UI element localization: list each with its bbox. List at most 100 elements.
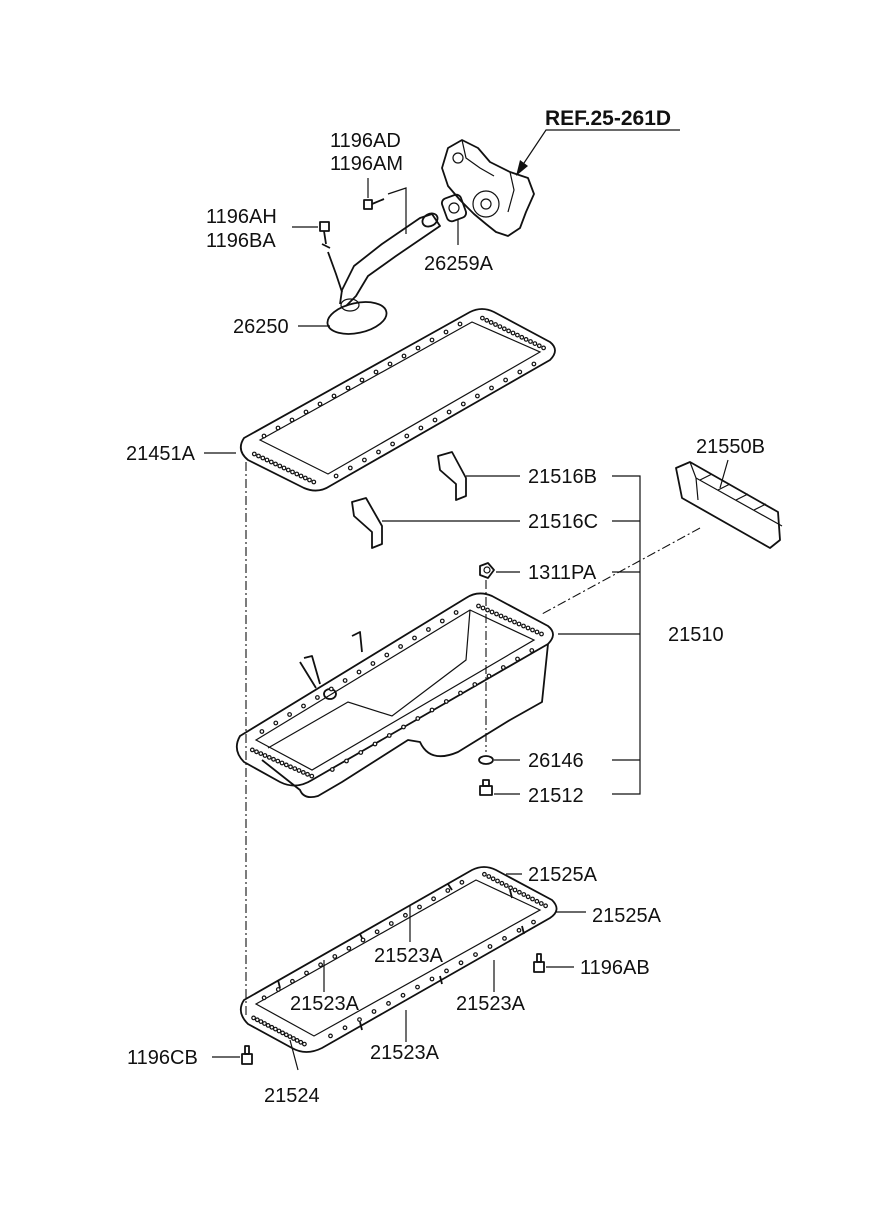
baffle-21516c bbox=[351, 497, 520, 549]
bolt-hole bbox=[512, 887, 518, 893]
bolt-hole bbox=[296, 768, 302, 773]
bolt-hole bbox=[275, 758, 281, 764]
bolt-hole bbox=[486, 673, 492, 679]
bolt-hole bbox=[275, 425, 281, 431]
bolt-hole bbox=[260, 455, 266, 461]
bolt-hole bbox=[457, 321, 463, 327]
bolt-hole bbox=[356, 669, 362, 675]
bolt-hole bbox=[476, 603, 481, 609]
bolt-hole bbox=[360, 937, 366, 943]
bolt-hole bbox=[429, 976, 435, 982]
bolt-hole bbox=[507, 617, 513, 623]
bolt-hole bbox=[315, 695, 320, 700]
bolt-hole bbox=[489, 385, 494, 391]
bolt-hole bbox=[529, 648, 535, 653]
bolt-hole bbox=[401, 724, 406, 730]
bolt-hole bbox=[298, 1039, 304, 1045]
bolt-hole bbox=[532, 341, 538, 347]
bolt-hole bbox=[508, 885, 514, 891]
bolt-hole bbox=[418, 425, 424, 431]
label-1196am: 1196AM bbox=[330, 153, 403, 175]
label-21525a-right: 21525A bbox=[592, 905, 662, 927]
bolt-hole bbox=[273, 720, 279, 726]
bolt-hole bbox=[370, 661, 376, 666]
bolt-hole bbox=[359, 377, 365, 383]
bolt-hole bbox=[512, 619, 517, 625]
label-1311pa: 1311PA bbox=[528, 562, 597, 584]
bolt-hole bbox=[400, 992, 406, 998]
bolt-hole bbox=[458, 690, 463, 696]
label-1196ba: 1196BA bbox=[206, 230, 276, 252]
bolt-hole bbox=[302, 1041, 307, 1047]
bolt-hole bbox=[482, 871, 487, 877]
bolt-hole bbox=[275, 987, 281, 992]
bolt-hole bbox=[265, 1023, 271, 1028]
bolt-hole bbox=[415, 716, 421, 721]
bolt-hole bbox=[305, 771, 310, 777]
bracket-leader bbox=[610, 475, 641, 795]
label-21516b: 21516B bbox=[528, 466, 597, 488]
bolt-hole bbox=[279, 760, 285, 766]
bolt-hole bbox=[302, 475, 308, 481]
bolt-hole bbox=[534, 898, 540, 904]
bolt-hole bbox=[287, 712, 293, 717]
bolt-hole bbox=[300, 770, 306, 775]
bolt-hole bbox=[530, 627, 535, 633]
bolt-hole bbox=[292, 766, 298, 771]
bolt-hole bbox=[276, 1028, 282, 1034]
bolt-hole bbox=[261, 433, 267, 439]
bolt-hole bbox=[283, 762, 289, 768]
bolt-hole bbox=[294, 471, 300, 477]
bolt-hole bbox=[384, 652, 390, 658]
label-21550b: 21550B bbox=[696, 436, 765, 458]
bolt-hole bbox=[283, 1032, 289, 1038]
bolt-hole bbox=[344, 758, 349, 764]
bolt-hole bbox=[291, 1036, 296, 1041]
bolt-hole bbox=[254, 1017, 260, 1023]
bolt-hole bbox=[266, 755, 272, 760]
bolt-hole bbox=[494, 611, 499, 617]
bolt-hole bbox=[262, 753, 268, 758]
bolt-hole bbox=[486, 874, 492, 879]
bolt-hole bbox=[249, 747, 255, 753]
bolt-hole bbox=[429, 707, 435, 713]
bolt-hole bbox=[484, 317, 490, 323]
bolt-hole bbox=[432, 417, 438, 423]
label-21523a-right: 21523A bbox=[456, 993, 526, 1015]
bolt-hole bbox=[271, 756, 276, 762]
bolt-hole bbox=[517, 889, 522, 895]
bolt-hole bbox=[333, 473, 339, 479]
label-1196ah: 1196AH bbox=[206, 206, 277, 228]
ref-label: REF.25-261D bbox=[545, 107, 671, 130]
bolt-hole bbox=[331, 393, 337, 399]
upper-gasket-holes bbox=[251, 315, 546, 485]
bolt-hole bbox=[390, 441, 396, 447]
bolt-hole bbox=[342, 678, 348, 683]
bolt-hole bbox=[251, 1015, 257, 1021]
label-21523a-upper: 21523A bbox=[374, 945, 444, 967]
baffle-21516b bbox=[437, 451, 520, 501]
bolt-hole bbox=[497, 324, 503, 330]
bolt-hole bbox=[376, 449, 381, 455]
bolt-hole bbox=[516, 621, 522, 627]
bolt-hole bbox=[281, 465, 287, 471]
bolt-hole bbox=[357, 1017, 362, 1022]
label-21451a: 21451A bbox=[126, 443, 196, 465]
bolt-1196ah bbox=[292, 221, 330, 245]
bolt-hole bbox=[358, 750, 364, 755]
bolt-hole bbox=[345, 385, 351, 391]
bolt-hole bbox=[398, 644, 404, 649]
bolt-hole bbox=[444, 968, 449, 974]
bolt-hole bbox=[502, 936, 507, 941]
bolt-hole bbox=[543, 903, 548, 909]
bolt-hole bbox=[301, 703, 306, 709]
bolt-hole bbox=[528, 339, 533, 344]
bolt-hole bbox=[472, 682, 478, 687]
bolt-hole bbox=[254, 749, 259, 755]
bolt-1196ab bbox=[533, 953, 574, 973]
bolt-hole bbox=[256, 453, 261, 459]
bolt-hole bbox=[525, 625, 531, 631]
bolt-hole bbox=[460, 401, 466, 407]
bolt-hole bbox=[515, 332, 520, 338]
